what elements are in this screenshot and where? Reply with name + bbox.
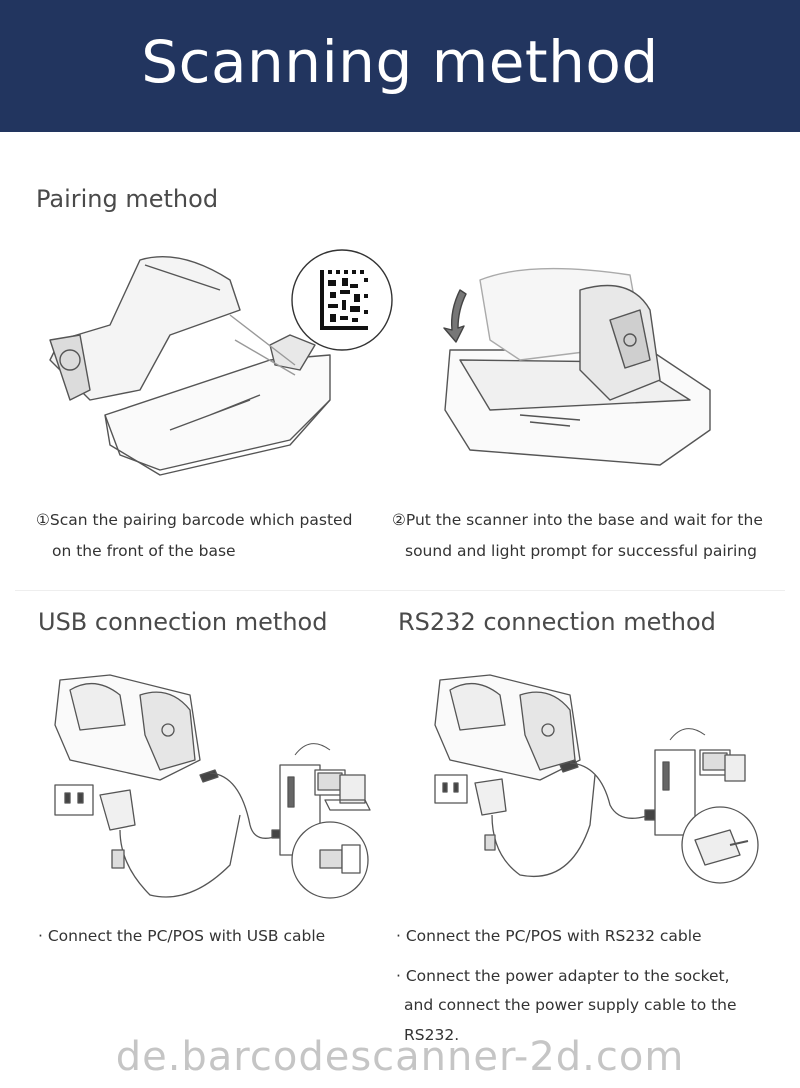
- usb-connection-illustration: [40, 665, 385, 910]
- down-arrow-icon: [443, 289, 467, 343]
- data-matrix-barcode-icon: [291, 249, 393, 351]
- rs232-note-2-line3: RS232.: [404, 1026, 460, 1044]
- page-title: Scanning method: [141, 28, 659, 96]
- wall-socket-icon: [54, 784, 94, 816]
- pairing-step1-caption-line1: ①Scan the pairing barcode which pasted: [36, 511, 353, 529]
- rs232-note-2-line2: and connect the power supply cable to th…: [404, 996, 737, 1014]
- scanner-icon: [49, 256, 241, 401]
- usb-section-title: USB connection method: [38, 608, 328, 636]
- pairing-step2-caption-line1: ②Put the scanner into the base and wait …: [392, 511, 763, 529]
- rs232-section-title: RS232 connection method: [398, 608, 716, 636]
- power-adapter-icon: [474, 774, 596, 877]
- charging-base-icon: [54, 674, 201, 781]
- pairing-step2-caption-line2: sound and light prompt for successful pa…: [405, 542, 758, 560]
- charging-base-icon: [434, 674, 581, 781]
- pairing-step1-caption-line2: on the front of the base: [52, 542, 236, 560]
- rs232-note-2: · Connect the power adapter to the socke…: [396, 967, 730, 985]
- pairing-step2-illustration: [430, 250, 720, 480]
- power-adapter-icon: [99, 789, 241, 898]
- usb-note-1: · Connect the PC/POS with USB cable: [38, 927, 326, 945]
- wall-socket-icon: [434, 774, 468, 804]
- section-divider: [15, 590, 785, 591]
- usb-plug-icon: [199, 769, 287, 839]
- charging-base-icon: [444, 349, 711, 466]
- computer-icon: [654, 728, 746, 836]
- header-banner: Scanning method: [0, 0, 800, 132]
- pairing-step1-illustration: [30, 240, 410, 490]
- rs232-connector-icon: [559, 759, 660, 821]
- watermark: de.barcodescanner-2d.com: [115, 1034, 685, 1080]
- rs232-note-1: · Connect the PC/POS with RS232 cable: [396, 927, 702, 945]
- scanner-icon: [479, 267, 661, 401]
- rs232-connection-illustration: [430, 665, 770, 910]
- pairing-section-title: Pairing method: [36, 185, 219, 213]
- charging-base-icon: [104, 334, 331, 476]
